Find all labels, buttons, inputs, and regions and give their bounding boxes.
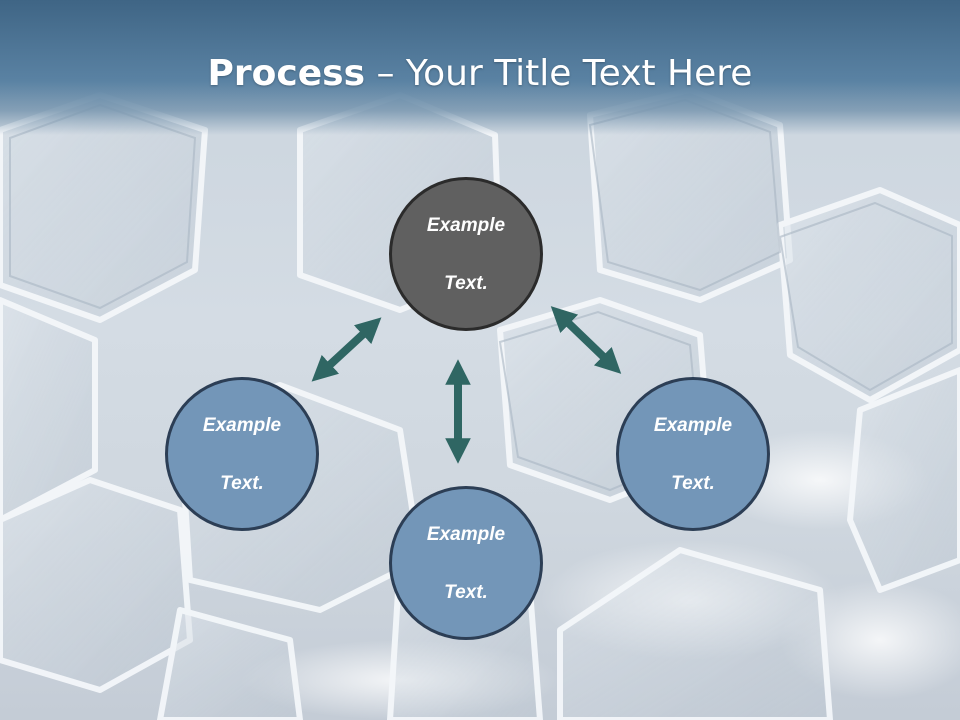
slide-title[interactable]: Process – Your Title Text Here [0,52,960,96]
node-text-line1: Example [653,414,733,436]
title-bold-text: Process [207,53,366,94]
node-text-line2: Text. [444,272,488,294]
node-text-line1: Example [202,414,282,436]
node-text-line1: Example [426,214,506,236]
title-rest-text: – Your Title Text Here [365,53,753,94]
node-text-line1: Example [426,523,506,545]
node-text-line2: Text. [220,472,264,494]
title-bar [0,0,960,135]
arrow-top-right [550,306,622,374]
node-text-line2: Text. [671,472,715,494]
node-text-line2: Text. [444,581,488,603]
arrow-top-left [311,317,382,382]
